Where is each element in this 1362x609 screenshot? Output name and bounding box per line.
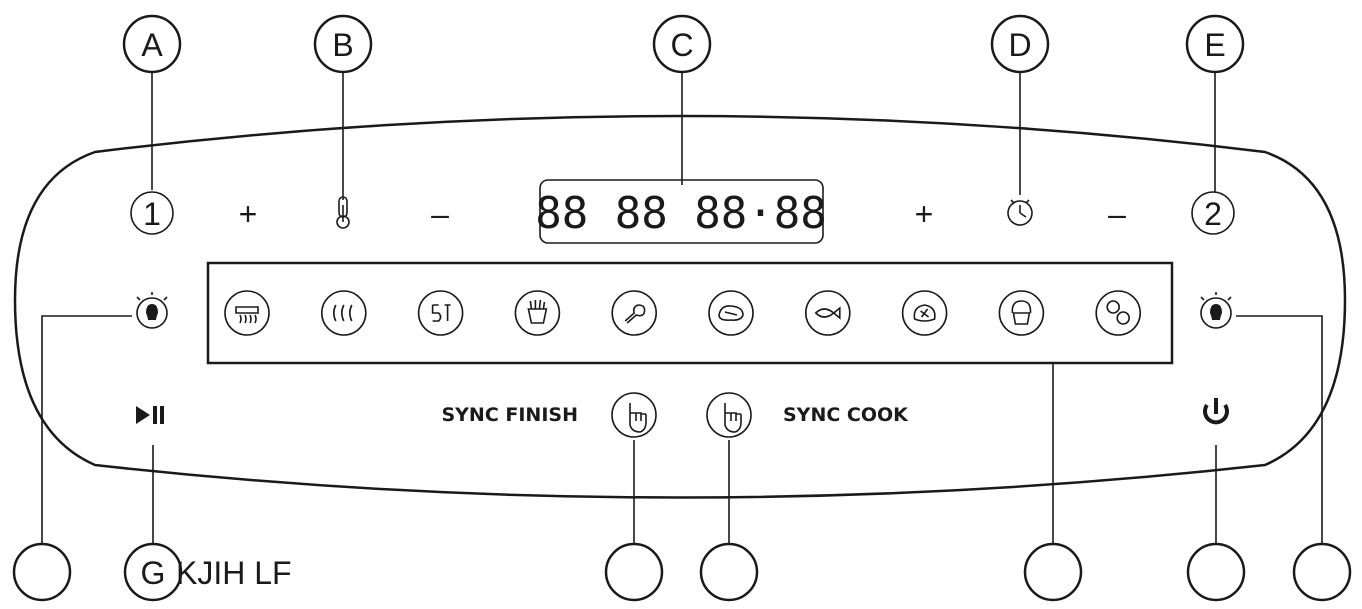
- callout-bottom-g-letter: G: [141, 555, 166, 591]
- air-fry-icon[interactable]: [320, 290, 367, 336]
- vegetables-icon[interactable]: [901, 290, 948, 336]
- thermometer-icon: [336, 196, 350, 229]
- callout-bottom-text: KJIH LF: [176, 555, 292, 591]
- callout-bottom-light-2: [1292, 542, 1352, 602]
- digital-display: 88 88 88·88: [535, 179, 827, 244]
- svg-text:E: E: [1204, 27, 1225, 63]
- dehydrate-icon[interactable]: [1095, 290, 1141, 336]
- callout-e: E: [1185, 14, 1245, 74]
- temp-plus-button[interactable]: +: [239, 196, 258, 232]
- leader-light-1: [41, 315, 132, 545]
- callout-bottom-programs: [1023, 542, 1083, 602]
- callout-a: A: [122, 14, 182, 74]
- program-strip: [206, 261, 1174, 365]
- svg-text:88 88 88·88: 88 88 88·88: [535, 188, 826, 239]
- sync-finish-button[interactable]: [611, 392, 657, 438]
- power-icon[interactable]: [1203, 398, 1229, 425]
- play-pause-icon[interactable]: [136, 406, 164, 424]
- muffin-icon[interactable]: [998, 290, 1045, 336]
- callout-bottom-1: [12, 542, 72, 602]
- svg-text:B: B: [332, 27, 353, 63]
- callout-bottom-sync-cook: [699, 542, 759, 602]
- light-bulb-2-icon[interactable]: [1200, 292, 1232, 329]
- svg-text:A: A: [141, 27, 163, 63]
- sync-cook-label: SYNC COOK: [783, 404, 909, 426]
- reheat-icon[interactable]: [417, 290, 464, 336]
- time-minus-button[interactable]: –: [1108, 196, 1126, 232]
- callout-c: C: [652, 14, 712, 74]
- zone-2-button[interactable]: 2: [1191, 191, 1235, 235]
- callout-d: D: [990, 14, 1050, 74]
- leader-light-2: [1236, 315, 1323, 545]
- callout-b: B: [313, 14, 373, 74]
- panel-outline: [13, 114, 1347, 499]
- clock-icon: [1007, 199, 1033, 226]
- svg-text:2: 2: [1204, 196, 1222, 232]
- callout-bottom-g: [123, 542, 183, 602]
- svg-text:1: 1: [143, 196, 161, 232]
- sync-cook-button[interactable]: [706, 392, 752, 438]
- fish-icon[interactable]: [804, 290, 851, 336]
- broil-icon[interactable]: [224, 290, 270, 336]
- svg-text:C: C: [670, 27, 693, 63]
- time-plus-button[interactable]: +: [915, 196, 934, 232]
- zone-1-button[interactable]: 1: [130, 191, 174, 235]
- fries-icon[interactable]: [514, 290, 561, 336]
- chicken-leg-icon[interactable]: [611, 290, 658, 336]
- sync-finish-label: SYNC FINISH: [441, 404, 578, 426]
- steak-icon[interactable]: [708, 290, 754, 336]
- callout-bottom-power: [1186, 542, 1246, 602]
- temp-minus-button[interactable]: –: [431, 196, 449, 232]
- callout-bottom-sync-finish: [604, 542, 664, 602]
- svg-text:D: D: [1008, 27, 1031, 63]
- light-bulb-1-icon[interactable]: [136, 292, 168, 329]
